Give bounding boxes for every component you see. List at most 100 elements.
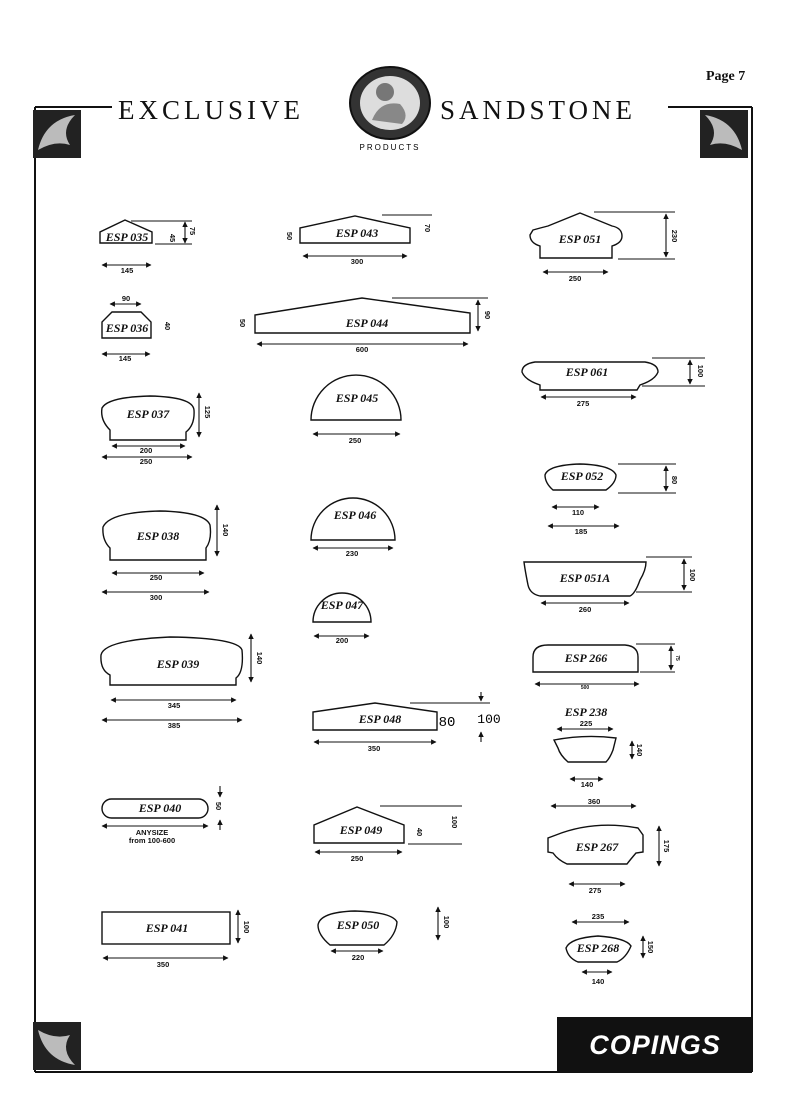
svg-text:ESP 052: ESP 052 <box>560 469 604 483</box>
svg-text:350: 350 <box>368 744 381 753</box>
svg-text:250: 250 <box>140 457 153 466</box>
svg-text:235: 235 <box>592 912 605 921</box>
product-esp-050: ESP 050 100 220 <box>317 906 451 962</box>
product-esp-266: ESP 266 75 500 <box>532 643 680 691</box>
brand-left: EXCLUSIVE <box>118 95 304 125</box>
svg-text:ESP 049: ESP 049 <box>339 823 383 837</box>
cherub-logo-icon <box>349 66 431 140</box>
svg-text:225: 225 <box>580 719 593 728</box>
svg-text:100: 100 <box>477 712 500 727</box>
product-esp-051: ESP 051 250 230 <box>529 211 679 283</box>
svg-text:50: 50 <box>238 319 247 327</box>
svg-text:70: 70 <box>423 224 432 232</box>
product-esp-268: 235 ESP 268 150 140 <box>565 912 655 986</box>
svg-text:250: 250 <box>349 436 362 445</box>
svg-text:350: 350 <box>157 960 170 969</box>
svg-text:145: 145 <box>121 266 134 275</box>
svg-text:200: 200 <box>336 636 349 645</box>
svg-text:40: 40 <box>415 828 424 836</box>
svg-text:250: 250 <box>351 854 364 863</box>
product-esp-037: ESP 037 125 200 250 <box>100 392 212 466</box>
product-esp-038: ESP 038 140 250 300 <box>101 504 230 602</box>
svg-text:ESP 051: ESP 051 <box>558 232 602 246</box>
svg-text:ESP 268: ESP 268 <box>576 941 620 955</box>
svg-text:ESP 045: ESP 045 <box>335 391 379 405</box>
svg-text:ESP 267: ESP 267 <box>575 840 620 854</box>
svg-text:140: 140 <box>635 744 644 757</box>
svg-text:150: 150 <box>646 941 655 954</box>
svg-text:230: 230 <box>346 549 359 558</box>
product-esp-046: ESP 046 230 <box>310 497 396 558</box>
svg-text:ESP 266: ESP 266 <box>564 651 608 665</box>
corner-ornament-icon <box>33 110 748 1070</box>
svg-text:80: 80 <box>670 476 679 484</box>
svg-text:90: 90 <box>483 311 492 319</box>
svg-text:100: 100 <box>442 916 451 929</box>
svg-text:50: 50 <box>214 802 223 810</box>
brand-sub: PRODUCTS <box>360 143 421 152</box>
svg-text:ESP 037: ESP 037 <box>126 407 171 421</box>
product-esp-048: ESP 048 80 100 350 <box>312 692 501 753</box>
brand-right: SANDSTONE <box>440 95 636 125</box>
svg-text:45: 45 <box>168 234 177 242</box>
product-esp-052: ESP 052 80 110 185 <box>544 463 679 536</box>
svg-text:ANYSIZE: ANYSIZE <box>136 828 169 837</box>
svg-text:ESP 038: ESP 038 <box>136 529 180 543</box>
product-esp-238: ESP 238 225 140 140 <box>552 705 644 789</box>
svg-text:145: 145 <box>119 354 132 363</box>
svg-text:275: 275 <box>589 886 602 895</box>
svg-text:250: 250 <box>150 573 163 582</box>
svg-text:140: 140 <box>592 977 605 986</box>
svg-text:ESP 039: ESP 039 <box>156 657 200 671</box>
svg-text:100: 100 <box>696 365 705 378</box>
svg-text:90: 90 <box>122 294 130 303</box>
svg-text:50: 50 <box>285 232 294 240</box>
svg-text:175: 175 <box>662 840 671 853</box>
svg-text:110: 110 <box>572 508 584 517</box>
page-number: Page 7 <box>706 69 745 84</box>
svg-text:125: 125 <box>203 406 212 419</box>
svg-text:ESP 036: ESP 036 <box>105 321 149 335</box>
svg-text:230: 230 <box>670 230 679 243</box>
svg-text:ESP 047: ESP 047 <box>320 598 365 612</box>
product-esp-061: ESP 061 275 100 <box>521 357 705 408</box>
product-esp-039: ESP 039 140 345 385 <box>100 633 264 730</box>
svg-text:300: 300 <box>150 593 163 602</box>
svg-text:100: 100 <box>450 816 459 829</box>
product-esp-049: ESP 049 40 100 250 <box>313 805 462 863</box>
svg-text:200: 200 <box>140 446 153 455</box>
svg-text:ESP 046: ESP 046 <box>333 508 377 522</box>
svg-text:360: 360 <box>588 797 601 806</box>
page-frame <box>34 106 753 1073</box>
svg-text:275: 275 <box>577 399 590 408</box>
svg-text:385: 385 <box>168 721 181 730</box>
product-esp-041: ESP 041 100 350 <box>101 909 251 969</box>
svg-text:500: 500 <box>581 685 590 691</box>
product-esp-051a: ESP 051A 100 260 <box>523 556 697 614</box>
product-esp-044: ESP 044 600 50 90 <box>238 297 492 354</box>
product-esp-047: ESP 047 200 <box>312 592 372 645</box>
product-esp-035: ESP 035 145 45 75 <box>99 219 197 275</box>
svg-text:ESP 048: ESP 048 <box>358 712 402 726</box>
svg-text:220: 220 <box>352 953 365 962</box>
svg-text:ESP 040: ESP 040 <box>138 801 182 815</box>
product-esp-267: 360 ESP 267 175 275 <box>547 797 671 895</box>
svg-text:40: 40 <box>163 322 172 330</box>
svg-text:140: 140 <box>255 652 264 665</box>
svg-text:140: 140 <box>221 524 230 537</box>
svg-text:ESP 043: ESP 043 <box>335 226 379 240</box>
svg-text:ESP 238: ESP 238 <box>564 705 608 719</box>
svg-text:80: 80 <box>439 715 456 731</box>
svg-text:250: 250 <box>569 274 582 283</box>
svg-text:140: 140 <box>581 780 594 789</box>
svg-text:ESP 050: ESP 050 <box>336 918 380 932</box>
svg-text:100: 100 <box>688 569 697 582</box>
svg-text:ESP 044: ESP 044 <box>345 316 389 330</box>
svg-text:75: 75 <box>188 227 197 235</box>
svg-text:185: 185 <box>575 527 588 536</box>
svg-text:300: 300 <box>351 257 364 266</box>
svg-text:COPINGS: COPINGS <box>589 1030 721 1060</box>
svg-text:600: 600 <box>356 345 369 354</box>
section-banner: COPINGS <box>557 1017 752 1071</box>
